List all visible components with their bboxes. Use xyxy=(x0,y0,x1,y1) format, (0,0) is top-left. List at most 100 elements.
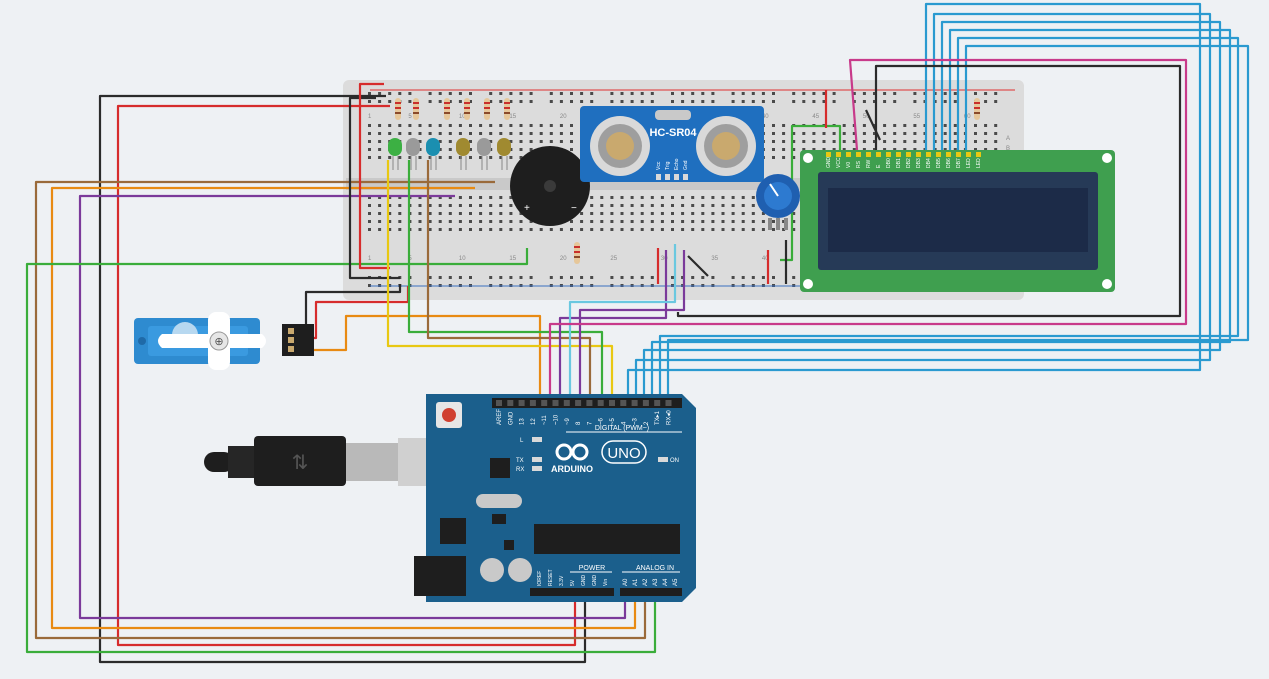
ultrasonic-pin-label: Trig xyxy=(665,161,671,170)
breadboard-hole xyxy=(681,220,685,223)
breadboard-hole xyxy=(418,132,422,135)
arduino-analog-pin-label: A1 xyxy=(633,578,639,586)
breadboard-hole xyxy=(388,228,392,231)
arduino-pin-header[interactable] xyxy=(507,400,514,406)
arduino-pin-header[interactable] xyxy=(552,400,559,406)
wire-black-outer[interactable] xyxy=(98,94,587,664)
breadboard-hole xyxy=(620,276,624,279)
piezo-buzzer[interactable]: + − xyxy=(510,146,590,226)
breadboard-hole xyxy=(600,228,604,231)
wire-black-sensor[interactable] xyxy=(687,255,709,277)
arduino-pin-header[interactable] xyxy=(575,400,582,406)
resistor-8[interactable] xyxy=(974,98,980,120)
breadboard-hole xyxy=(893,92,897,95)
potentiometer[interactable] xyxy=(756,174,800,230)
breadboard-hole xyxy=(570,220,573,223)
arduino-pin-header[interactable] xyxy=(541,400,548,406)
breadboard-hole xyxy=(701,196,705,199)
wire-cyan-1[interactable] xyxy=(626,2,1202,398)
breadboard-hole xyxy=(761,228,765,231)
arduino-pin-header[interactable] xyxy=(654,400,661,406)
wire-black-lcd[interactable] xyxy=(676,64,1182,318)
arduino-pin-header[interactable] xyxy=(609,400,615,406)
lcd-pin-label: DB4 xyxy=(926,158,932,168)
breadboard-hole xyxy=(458,212,462,215)
arduino-pin-header[interactable] xyxy=(631,400,638,406)
wire-servo-orange[interactable] xyxy=(300,314,542,398)
micro-servo[interactable]: ⊕ xyxy=(134,312,314,370)
arduino-pin-header[interactable] xyxy=(496,400,502,406)
resistor-3[interactable] xyxy=(444,98,450,120)
arduino-pin-header[interactable] xyxy=(563,400,570,406)
wire-cyan-2[interactable] xyxy=(634,12,1212,398)
breadboard-hole xyxy=(691,204,695,207)
breadboard-hole xyxy=(438,92,442,95)
resistor-1[interactable] xyxy=(395,98,401,120)
arduino-pin-header[interactable] xyxy=(586,400,593,406)
breadboard-hole xyxy=(469,196,472,199)
resistor-4[interactable] xyxy=(464,98,470,120)
wire-cyan-3[interactable] xyxy=(642,20,1222,398)
breadboard-column-number: 50 xyxy=(863,114,870,120)
breadboard-hole xyxy=(782,132,786,135)
breadboard-hole xyxy=(943,100,947,103)
led-yellow-2[interactable] xyxy=(497,138,511,170)
wire-green-led[interactable] xyxy=(407,160,604,398)
resistor-7[interactable] xyxy=(574,242,580,264)
arduino-digital-pin-label: ~9 xyxy=(565,417,571,425)
wire-cyan-6[interactable] xyxy=(666,44,1250,398)
wire-magenta-rs[interactable] xyxy=(548,58,1188,398)
resistor-5[interactable] xyxy=(484,98,490,120)
dc-jack[interactable] xyxy=(414,556,466,596)
breadboard-column-number: 20 xyxy=(560,256,567,262)
breadboard-hole xyxy=(438,196,442,199)
led-green[interactable] xyxy=(388,138,402,170)
led-blue[interactable] xyxy=(426,138,440,170)
wire-lightblue-echo[interactable] xyxy=(568,244,677,398)
breadboard-hole xyxy=(509,220,513,223)
wire-yellow[interactable] xyxy=(386,160,614,398)
arduino-pin-header[interactable] xyxy=(529,400,536,406)
breadboard-hole xyxy=(398,124,402,127)
arduino-pin-header[interactable] xyxy=(665,400,672,406)
breadboard-hole xyxy=(772,100,775,103)
led-grey-1[interactable] xyxy=(406,138,420,170)
breadboard-hole xyxy=(388,212,392,215)
wire-black-left[interactable] xyxy=(348,96,400,280)
wire-green-pot[interactable] xyxy=(780,124,842,262)
breadboard-hole xyxy=(590,276,594,279)
wire-purple-trig[interactable] xyxy=(558,250,668,398)
wire-cyan-5[interactable] xyxy=(658,36,1240,398)
led-grey-2[interactable] xyxy=(477,138,491,170)
wire-green-outer[interactable] xyxy=(25,248,657,654)
wire-purple-outer[interactable] xyxy=(78,194,627,620)
wire-purple-2[interactable] xyxy=(578,250,686,398)
resistor-6[interactable] xyxy=(504,98,510,120)
led-yellow-1[interactable] xyxy=(456,138,470,170)
breadboard-hole xyxy=(509,140,513,143)
leds xyxy=(388,138,511,170)
wire-brown-outer[interactable] xyxy=(34,180,647,640)
wire-black-lcd-short[interactable] xyxy=(865,109,881,141)
breadboard-hole xyxy=(529,148,533,151)
breadboard-hole xyxy=(761,220,765,223)
breadboard-hole xyxy=(580,228,584,231)
wire-brown-led[interactable] xyxy=(426,160,592,398)
resistor-2[interactable] xyxy=(413,98,419,120)
breadboard-hole xyxy=(883,124,887,127)
arduino-pin-header[interactable] xyxy=(642,400,649,406)
arduino-pin-header[interactable] xyxy=(518,400,525,406)
arduino-pin-header[interactable] xyxy=(620,400,627,406)
breadboard-hole xyxy=(953,140,957,143)
breadboard-hole xyxy=(580,100,584,103)
breadboard-hole xyxy=(620,228,624,231)
wire-red-left[interactable] xyxy=(358,82,390,270)
breadboard-hole xyxy=(913,124,917,127)
wire-orange-outer[interactable] xyxy=(50,186,637,630)
wire-cyan-4[interactable] xyxy=(650,28,1232,398)
arduino-pin-header[interactable] xyxy=(597,400,604,406)
breadboard-hole xyxy=(862,100,866,103)
